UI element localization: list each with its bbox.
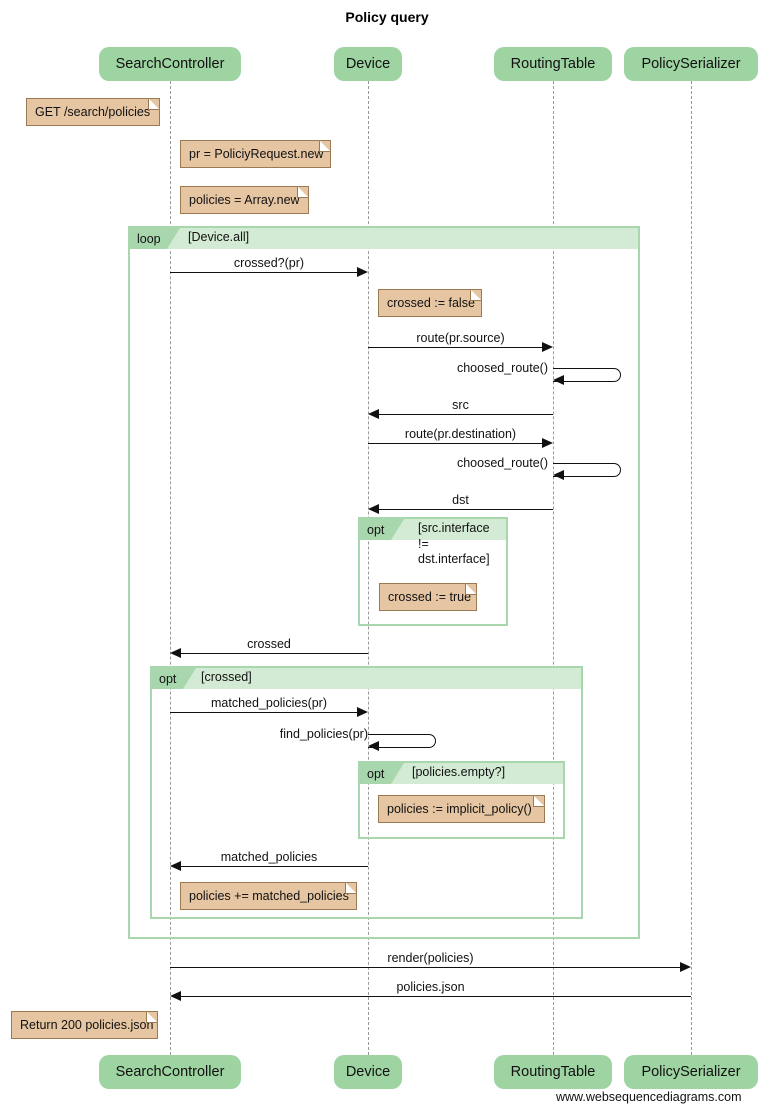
arrow-head-right [357,707,368,717]
selfcall-loop-choosed-route-1 [553,368,621,382]
note-crossed-false: crossed := false [378,289,482,317]
note-implicit-policy: policies := implicit_policy() [378,795,545,823]
page-title: Policy query [345,9,429,25]
frame-tag-opt-crossed: opt [152,668,196,689]
frame-condition-opt-crossed: [crossed] [201,670,252,684]
arrow-head-left [170,861,181,871]
arrow-head-left [368,741,379,751]
lifeline-policyserializer [691,81,692,1055]
lifeline-device [368,81,369,1055]
message-line-crossed-query [170,272,358,273]
lifeline-searchcontroller [170,81,171,1055]
arrow-head-right [357,267,368,277]
note-pr-new: pr = PoliciyRequest.new [180,140,331,168]
note-text: policies += matched_policies [189,889,349,903]
message-label-find-policies: find_policies(pr) [279,727,368,741]
actor-label: PolicySerializer [641,1064,741,1080]
message-label-matched-policies-pr: matched_policies(pr) [210,696,328,710]
arrow-head-left [368,504,379,514]
message-line-route-destination [368,443,543,444]
note-crossed-true: crossed := true [379,583,477,611]
note-get-search-policies: GET /search/policies [26,98,160,126]
note-text: GET /search/policies [35,105,151,119]
message-label-crossed-query: crossed?(pr) [233,256,305,270]
message-label-matched-policies: matched_policies [220,850,318,864]
frame-opt-interface: opt [358,517,508,626]
frame-condition-loop: [Device.all] [188,230,250,244]
actor-routingtable-top[interactable]: RoutingTable [494,47,612,81]
arrow-head-right [542,342,553,352]
frame-header-band [130,228,638,249]
message-label-src: src [452,398,469,412]
message-label-route-source: route(pr.source) [416,331,505,345]
selfcall-loop-choosed-route-2 [553,463,621,477]
message-label-render-policies: render(policies) [387,951,474,965]
actor-device-top[interactable]: Device [334,47,402,81]
frame-header-band [152,668,581,689]
actor-searchcontroller-bottom[interactable]: SearchController [99,1055,241,1089]
arrow-head-right [680,962,691,972]
message-label-route-destination: route(pr.destination) [404,427,517,441]
footer-watermark-url: www.websequencediagrams.com [556,1090,742,1104]
message-label-choosed-route-2: choosed_route() [456,456,548,470]
frame-condition-opt-policies-empty: [policies.empty?] [412,765,506,779]
frame-tag-loop: loop [130,228,180,249]
note-text: policies := implicit_policy() [387,802,532,816]
frame-opt-policies-empty: opt [358,761,565,839]
message-line-matched-policies [180,866,368,867]
message-line-src [378,414,553,415]
message-line-matched-policies-pr [170,712,358,713]
actor-label: PolicySerializer [641,56,741,72]
message-line-dst [378,509,553,510]
selfcall-loop-find-policies [368,734,436,748]
arrow-head-left [170,991,181,1001]
actor-label: Device [345,1064,391,1080]
arrow-head-left [368,409,379,419]
note-text: policies = Array.new [189,193,300,207]
note-text: crossed := false [387,296,475,310]
actor-searchcontroller-top[interactable]: SearchController [99,47,241,81]
frame-header-band [360,763,563,784]
message-label-crossed: crossed [247,637,291,651]
frame-loop-device-all: loop [128,226,640,939]
frame-condition-opt-interface: [src.interface != dst.interface] [418,521,490,566]
arrow-head-left [553,470,564,480]
note-text: pr = PoliciyRequest.new [189,147,324,161]
actor-label: RoutingTable [510,1064,596,1080]
frame-tag-label: opt [367,766,385,781]
message-line-route-source [368,347,543,348]
frame-tag-label: opt [367,522,385,537]
message-label-policies-json: policies.json [396,980,465,994]
frame-tag-opt-interface: opt [360,519,404,540]
actor-label: SearchController [115,56,225,72]
actor-routingtable-bottom[interactable]: RoutingTable [494,1055,612,1089]
arrow-head-left [553,375,564,385]
note-return-200: Return 200 policies.json [11,1011,158,1039]
message-label-dst: dst [452,493,469,507]
note-policies-array-new: policies = Array.new [180,186,309,214]
actor-policyserializer-top[interactable]: PolicySerializer [624,47,758,81]
frame-tag-label: loop [137,231,161,246]
message-line-render-policies [170,967,681,968]
actor-device-bottom[interactable]: Device [334,1055,402,1089]
lifeline-routingtable [553,81,554,1055]
message-line-crossed [180,653,368,654]
actor-label: RoutingTable [510,56,596,72]
note-text: Return 200 policies.json [20,1018,154,1032]
frame-tag-label: opt [159,671,177,686]
frame-opt-crossed: opt [150,666,583,919]
arrow-head-right [542,438,553,448]
actor-label: SearchController [115,1064,225,1080]
message-line-policies-json [180,996,691,997]
frame-tag-opt-policies-empty: opt [360,763,404,784]
arrow-head-left [170,648,181,658]
note-policies-append: policies += matched_policies [180,882,357,910]
message-label-choosed-route-1: choosed_route() [456,361,548,375]
note-text: crossed := true [388,590,472,604]
actor-label: Device [345,56,391,72]
actor-policyserializer-bottom[interactable]: PolicySerializer [624,1055,758,1089]
